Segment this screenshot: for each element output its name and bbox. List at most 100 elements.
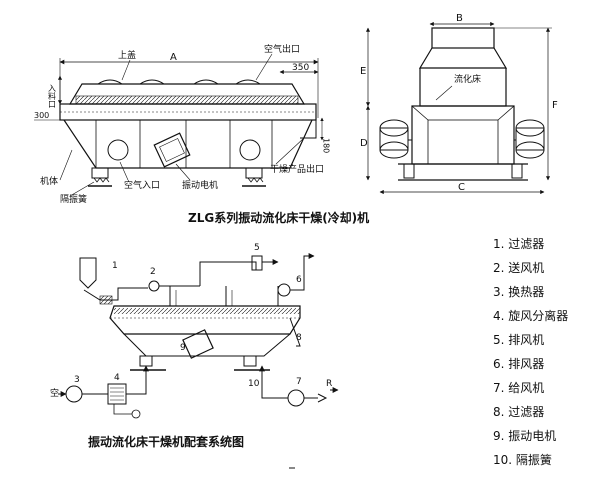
duct-loop <box>199 261 257 286</box>
legend-item: 10. 隔振簧 <box>493 453 552 467</box>
right-motor <box>514 119 545 159</box>
motor-9-shape <box>182 329 214 359</box>
legend-item: 9. 振动电机 <box>493 429 557 443</box>
discharge <box>289 317 301 347</box>
product-outlet-label: 干燥产品出口 <box>270 163 324 175</box>
lower-funnel <box>123 333 291 357</box>
end-body-inner <box>427 119 499 165</box>
lid-dome-1 <box>97 79 123 85</box>
num-6: 6 <box>296 275 302 285</box>
dim-300-label: 300 <box>34 111 49 120</box>
fluid-bed-label: 流化床 <box>454 73 481 85</box>
spring-leader <box>69 181 95 197</box>
lid-dome-4 <box>235 79 261 85</box>
hx-valve <box>131 409 141 419</box>
body-leader <box>59 149 73 181</box>
right-arrow-label: R <box>326 379 332 389</box>
end-body-diag-2 <box>497 105 515 121</box>
bed-hatch <box>114 308 300 314</box>
fan-7 <box>287 389 305 407</box>
dim-e-label: E <box>360 66 366 77</box>
lid-leader <box>121 59 131 81</box>
system-diagram: 1 2 5 6 8 9 <box>50 243 339 419</box>
air-inlet-1 <box>107 139 129 161</box>
vibration-motor-shape <box>153 132 191 168</box>
dim-180-label: 180 <box>322 138 331 153</box>
left-motor <box>379 119 412 159</box>
legend-item: 5. 排风机 <box>493 333 545 347</box>
side-elevation-view: A 350 上盖 空气出口 入料口 300 <box>34 43 331 205</box>
end-elevation-view: B 流化床 E <box>360 13 558 195</box>
hx-piping <box>113 404 132 415</box>
spring-support-right <box>242 167 266 187</box>
duct-4-bed <box>126 365 149 395</box>
component-legend: 1. 过滤器 2. 送风机 3. 换热器 4. 旋风分离器 5. 排风机 6. … <box>493 232 593 472</box>
damping-spring-label: 隔振簧 <box>60 193 87 205</box>
duct-7-bed <box>259 365 288 399</box>
end-foot-left <box>403 163 415 179</box>
legend-item: 6. 排风器 <box>493 357 545 371</box>
lid-dome-2 <box>139 79 165 85</box>
lid-label: 上盖 <box>118 49 136 61</box>
heat-exchanger-4 <box>107 383 127 405</box>
dim-c-label: C <box>458 182 465 193</box>
exhaust-unit-5 <box>251 255 263 271</box>
outlet-leader <box>275 137 305 165</box>
num-3: 3 <box>74 375 80 385</box>
support-right <box>243 355 257 367</box>
hx-coils <box>110 387 124 401</box>
num-4: 4 <box>114 373 120 383</box>
blower-3 <box>65 385 83 403</box>
air-outlet-leader <box>255 53 273 81</box>
dim-f-label: F <box>552 100 558 111</box>
discharge-outlet <box>300 119 317 139</box>
body-label: 机体 <box>40 175 58 187</box>
num-7: 7 <box>296 377 302 387</box>
num-9: 9 <box>180 343 186 353</box>
lid-dome-3 <box>193 79 219 85</box>
fan-7-nozzle <box>317 393 328 403</box>
air-inlet-2 <box>239 139 261 161</box>
lid-hatch <box>75 95 299 105</box>
hood-upper <box>418 47 508 69</box>
end-foot-right <box>511 163 523 179</box>
legend-item: 8. 过滤器 <box>493 405 545 419</box>
legend-item: 7. 给风机 <box>493 381 545 395</box>
hood-lower <box>419 68 507 107</box>
legend-item: 4. 旋风分离器 <box>493 309 569 323</box>
num-2: 2 <box>150 267 156 277</box>
bottom-caption: 振动流化床干燥机配套系统图 <box>88 434 244 449</box>
motor-leader <box>175 163 191 181</box>
air-outlet-label: 空气出口 <box>264 43 300 55</box>
exhaust-6-duct <box>290 253 315 291</box>
duct-filter-1 <box>112 287 148 301</box>
fluid-bed-leader <box>435 85 453 101</box>
filter-1-shape <box>148 280 160 292</box>
legend-item: 2. 送风机 <box>493 261 545 275</box>
left-arrow-label: 空 <box>50 387 59 399</box>
support-left <box>139 355 153 367</box>
end-body <box>411 105 515 165</box>
air-inlet-label: 空气入口 <box>124 179 160 191</box>
lower-chamber <box>63 119 313 169</box>
dim-d-label: D <box>360 138 368 149</box>
num-5: 5 <box>254 243 260 253</box>
num-10: 10 <box>248 379 260 389</box>
top-duct <box>431 27 495 49</box>
num-1: 1 <box>112 261 118 271</box>
end-body-diag-1 <box>411 105 429 121</box>
air-inlet-leader <box>119 161 129 181</box>
feed-hopper <box>79 257 97 289</box>
top-caption: ZLG系列振动流化床干燥(冷却)机 <box>188 210 369 225</box>
spring-support-left <box>88 167 112 187</box>
feed-screw-body <box>99 295 113 305</box>
dim-b-label: B <box>456 13 463 24</box>
exhaust-fan-6 <box>277 283 291 297</box>
legend-item: 1. 过滤器 <box>493 237 545 251</box>
feed-inlet-label: 入料口 <box>48 84 57 108</box>
dim-a-label: A <box>170 52 177 63</box>
vibration-motor-label: 振动电机 <box>182 179 218 191</box>
num-8: 8 <box>296 333 302 343</box>
